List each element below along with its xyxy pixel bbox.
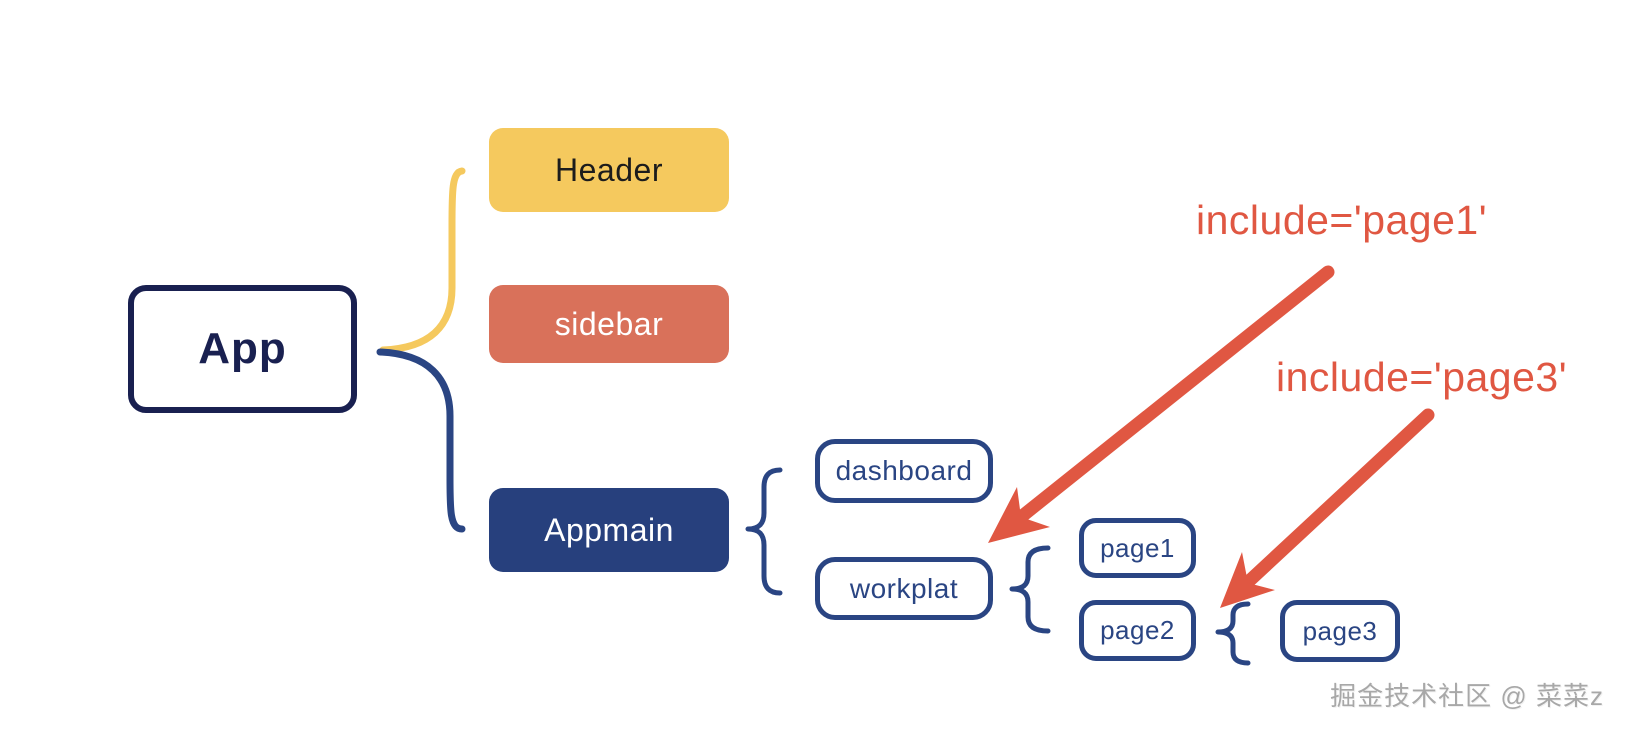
include-page1-arrowhead [988, 487, 1050, 543]
annotation-include-page1: include='page1' [1196, 197, 1488, 243]
workplat-children-brace [1009, 545, 1051, 634]
node-page1: page1 [1079, 518, 1196, 578]
include-page3-arrow [1220, 408, 1435, 608]
annotation-include-page3: include='page3' [1276, 354, 1568, 400]
include-page1-arrow [988, 265, 1335, 543]
node-sidebar: sidebar [489, 285, 729, 363]
node-appmain: Appmain [489, 488, 729, 572]
app-to-appmain-connector [376, 348, 466, 533]
node-header: Header [489, 128, 729, 212]
node-page1-label: page1 [1100, 532, 1175, 563]
node-page3-label: page3 [1302, 615, 1378, 646]
node-page2-label: page2 [1100, 615, 1175, 645]
node-app: App [128, 285, 357, 413]
node-appmain-label: Appmain [544, 511, 674, 548]
node-header-label: Header [555, 151, 663, 188]
node-workplat: workplat [815, 557, 993, 620]
node-sidebar-label: sidebar [554, 305, 664, 342]
watermark: 掘金技术社区 @ 菜菜z [1330, 681, 1604, 711]
node-dashboard-label: dashboard [835, 455, 973, 486]
app-to-header-connector [379, 167, 466, 354]
appmain-children-brace [745, 467, 783, 596]
page2-children-brace [1215, 601, 1251, 666]
include-page3-arrowhead [1220, 552, 1275, 608]
node-page2: page2 [1079, 600, 1196, 661]
node-workplat-label: workplat [849, 572, 959, 604]
node-app-label: App [198, 324, 287, 373]
node-page3: page3 [1280, 600, 1400, 662]
node-dashboard: dashboard [815, 439, 993, 503]
